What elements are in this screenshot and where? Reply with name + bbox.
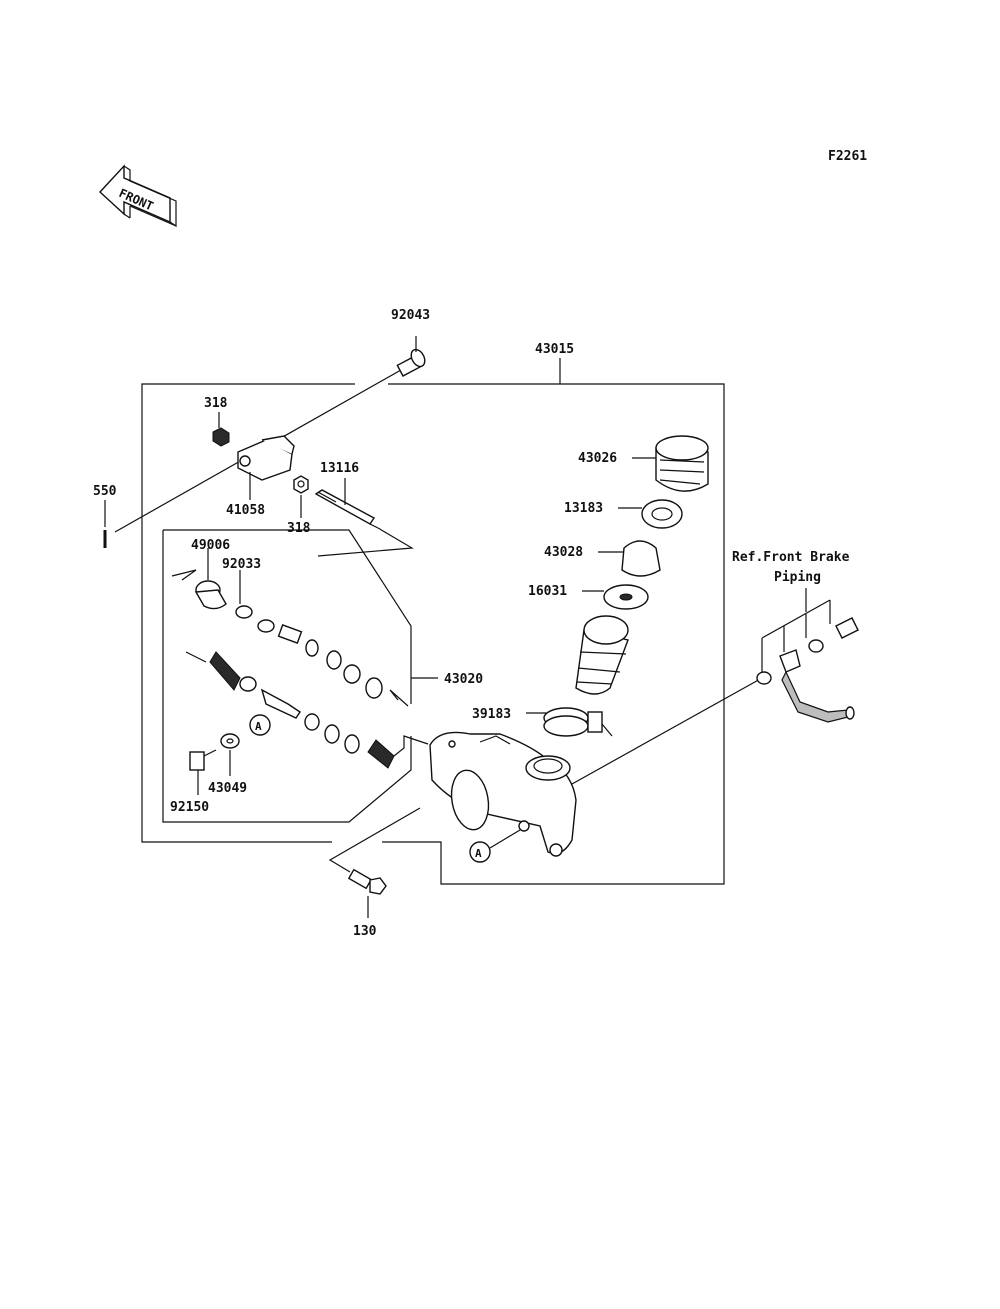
reservoir-cap-43026 [632, 435, 709, 492]
note-line-1: Ref.Front Brake [732, 550, 850, 565]
brake-line-axis [571, 677, 763, 785]
reference-marker-a-upper: A [249, 714, 271, 736]
label-13116: 13116 [320, 461, 359, 476]
label-49006: 49006 [191, 538, 230, 553]
label-92043: 92043 [391, 308, 430, 323]
label-43026: 43026 [578, 451, 617, 466]
label-43049: 43049 [208, 781, 247, 796]
diaphragm-43028 [598, 540, 661, 577]
label-13183: 13183 [564, 501, 603, 516]
push-rod-13116 [314, 478, 414, 557]
reference-marker-a-upper-label: A [255, 720, 262, 733]
reference-marker-a-lower-label: A [475, 847, 482, 860]
label-39183: 39183 [472, 707, 511, 722]
label-130: 130 [353, 924, 377, 939]
pivot-bolt-92043 [396, 336, 426, 377]
note-line-2: Piping [774, 570, 821, 585]
float-16031 [582, 584, 649, 610]
plate-13183 [618, 499, 683, 529]
label-318-lower: 318 [287, 521, 311, 536]
label-43028: 43028 [544, 545, 583, 560]
nut-318-lower [293, 475, 309, 518]
piston-kit-parts [171, 548, 429, 795]
label-92033: 92033 [222, 557, 261, 572]
nut-318-upper [212, 412, 230, 447]
frame-43015 [141, 358, 725, 885]
diagram-code: F2261 [828, 149, 867, 164]
master-cylinder-body [429, 731, 577, 857]
label-43020: 43020 [444, 672, 483, 687]
hose-clamp-39183 [526, 707, 613, 737]
label-16031: 16031 [528, 584, 567, 599]
clevis-41058 [237, 435, 295, 500]
front-brake-piping [756, 588, 859, 723]
label-41058: 41058 [226, 503, 265, 518]
label-92150: 92150 [170, 800, 209, 815]
label-43015: 43015 [535, 342, 574, 357]
reservoir-body [575, 615, 629, 695]
label-318-upper: 318 [204, 396, 228, 411]
label-550: 550 [93, 484, 117, 499]
frame-43020 [162, 529, 438, 823]
reference-marker-a-lower: A [469, 829, 521, 863]
front-arrow-icon: FRONT [99, 164, 177, 228]
bleeder-bolt-130 [328, 807, 421, 918]
